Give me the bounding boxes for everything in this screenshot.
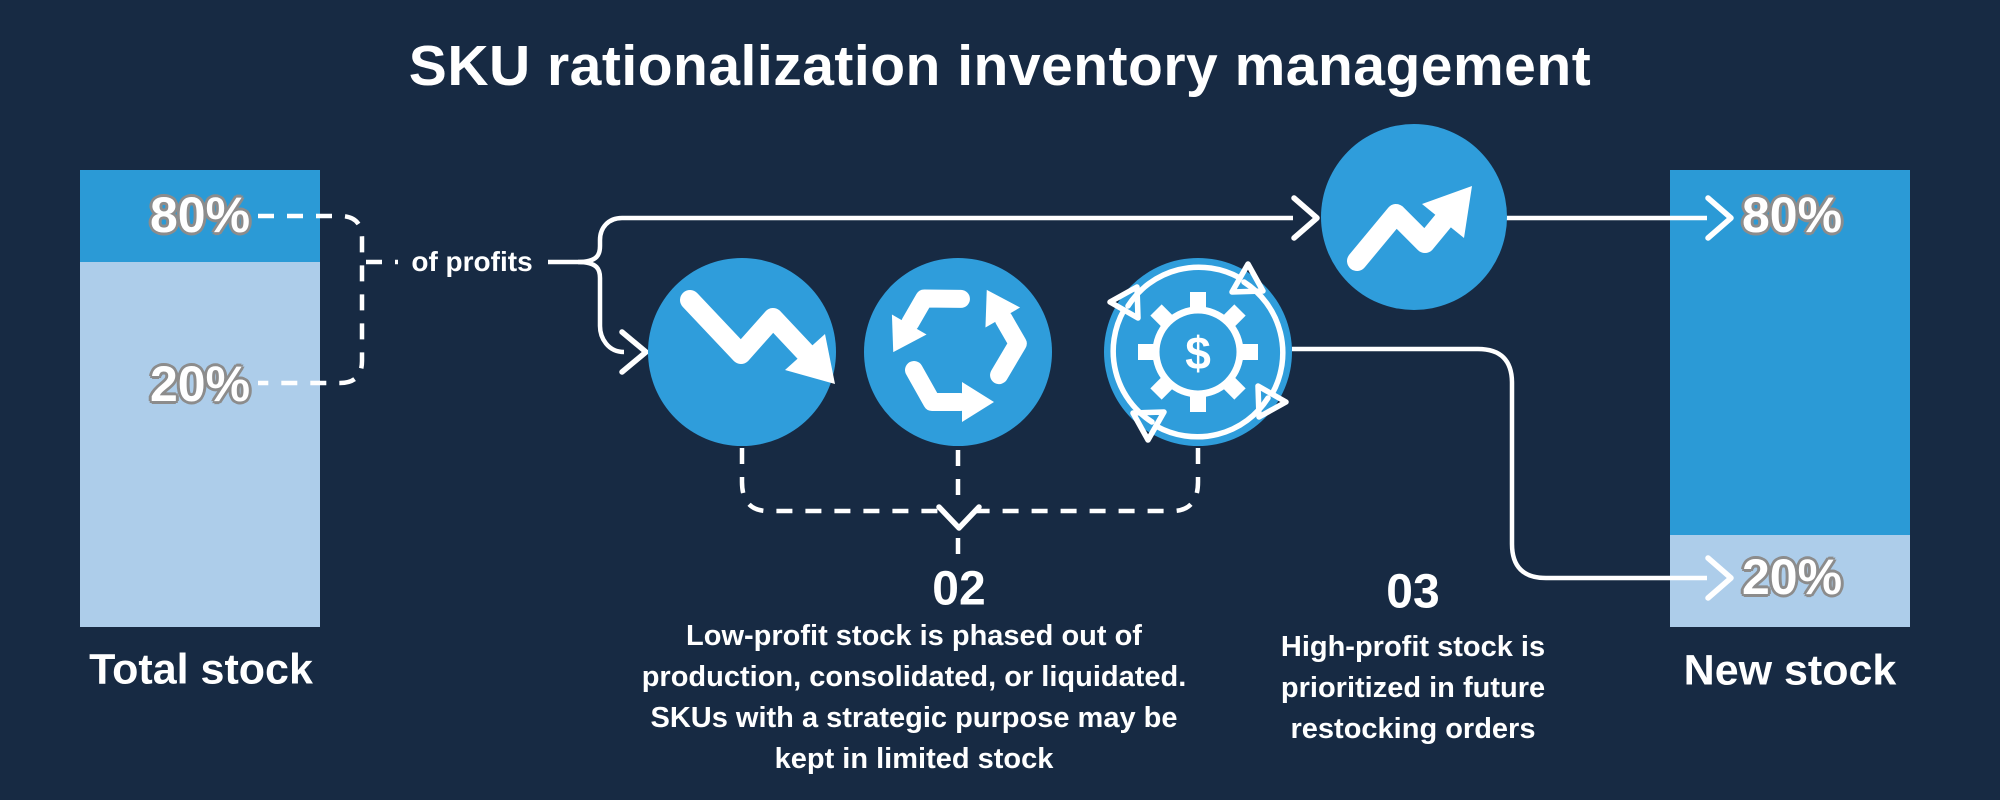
arrow-into-uptrend-circle xyxy=(1291,195,1320,241)
gear-dollar-cycle-icon: $ xyxy=(1104,258,1292,446)
step02-number: 02 xyxy=(932,562,986,616)
total-stock-bottom-segment xyxy=(80,262,320,627)
total-stock-80-label: 80% xyxy=(149,187,251,243)
dollar-glyph: $ xyxy=(1185,327,1211,379)
step02-line-4: kept in limited stock xyxy=(774,743,1054,775)
step03-line-2: prioritized in future xyxy=(1280,672,1546,704)
arrow-down-to-step02 xyxy=(936,504,982,531)
recycle-icon xyxy=(864,258,1052,446)
fork-lower-line xyxy=(577,259,625,355)
downtrend-icon xyxy=(648,258,836,446)
step02-description: Low-profit stock is phased out of produc… xyxy=(564,616,1264,780)
new-stock-title: New stock xyxy=(1683,646,1897,695)
step03-line-3: restocking orders xyxy=(1290,713,1536,745)
new-stock-20-label: 20% xyxy=(1741,549,1843,605)
downtrend-dashed-drop xyxy=(739,448,944,514)
step03-line-1: High-profit stock is xyxy=(1280,631,1546,663)
new-stock-bottom-segment xyxy=(1670,535,1910,627)
uptrend-circle xyxy=(1321,124,1507,310)
gear-dashed-drop xyxy=(972,448,1201,514)
pct-bracket-dashed-line xyxy=(258,213,365,386)
page-title: SKU rationalization inventory management xyxy=(408,34,1592,98)
downtrend-arrowhead xyxy=(785,334,835,384)
gear-circle xyxy=(1104,258,1292,446)
total-stock-20-label: 20% xyxy=(149,356,251,412)
total-stock-title: Total stock xyxy=(89,645,313,694)
recycle-circle xyxy=(864,258,1052,446)
arrow-into-newstock-80 xyxy=(1705,195,1734,241)
new-stock-80-label: 80% xyxy=(1741,187,1843,243)
step02-line-3: SKUs with a strategic purpose may be xyxy=(650,702,1178,734)
fork-upper-line xyxy=(577,215,1293,265)
uptrend-icon xyxy=(1321,124,1507,310)
step02-line-2: production, consolidated, or liquidated. xyxy=(641,661,1187,693)
new-stock-top-segment xyxy=(1670,170,1910,535)
downtrend-zigzag xyxy=(680,290,830,378)
step03-description: High-profit stock is prioritized in futu… xyxy=(1153,627,1673,750)
uptrend-zigzag xyxy=(1347,193,1468,271)
step03-number: 03 xyxy=(1386,565,1440,619)
arrow-into-downtrend-circle xyxy=(619,329,649,375)
uptrend-arrowhead xyxy=(1422,186,1472,238)
gear-to-newstock-line xyxy=(1292,346,1707,581)
of-profits-label: of profits xyxy=(411,246,533,277)
step02-line-1: Low-profit stock is phased out of xyxy=(686,620,1142,652)
total-stock-bar xyxy=(80,170,320,627)
arrow-into-newstock-20 xyxy=(1705,555,1734,601)
new-stock-bar xyxy=(1670,170,1910,627)
total-stock-top-segment xyxy=(80,170,320,262)
